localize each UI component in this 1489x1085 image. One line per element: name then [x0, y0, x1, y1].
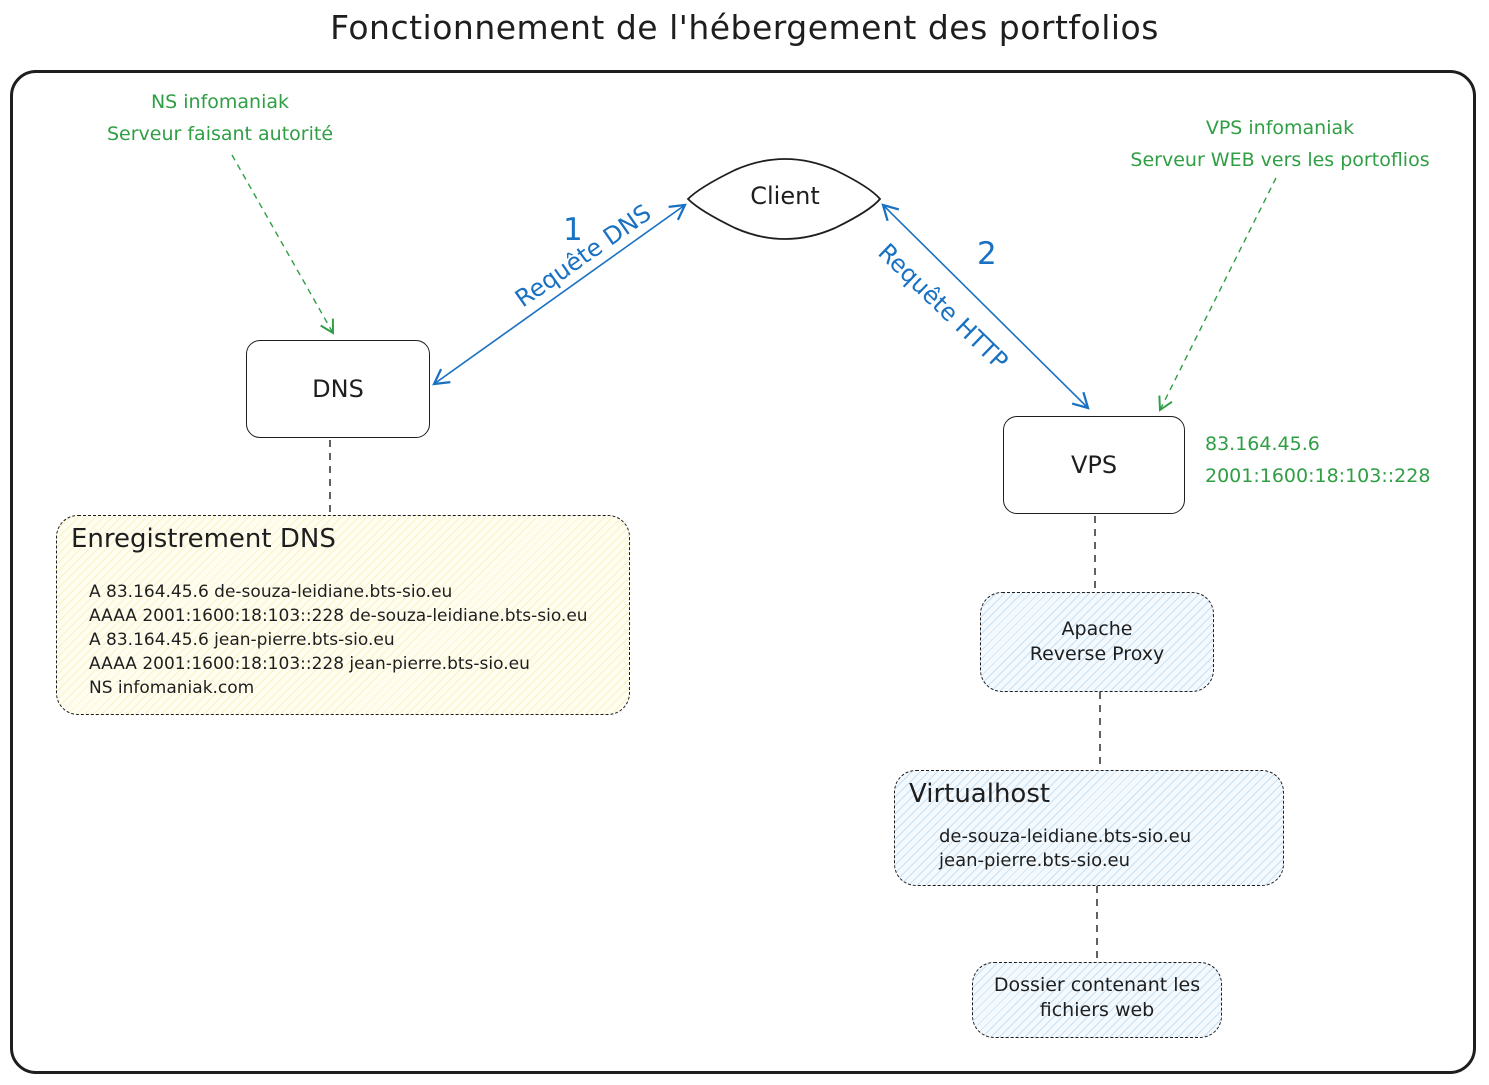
ns-note: NS infomaniak Serveur faisant autorité [60, 86, 380, 150]
apache-box: Apache Reverse Proxy [980, 592, 1214, 692]
dns-node-label: DNS [312, 375, 364, 403]
client-diamond [686, 158, 882, 240]
vps-note-line2: Serveur WEB vers les portoflios [1130, 149, 1430, 171]
ns-note-arrow [231, 154, 334, 335]
apache-text: Apache Reverse Proxy [981, 617, 1213, 667]
vps-note-line1: VPS infomaniak [1205, 117, 1355, 139]
vps-note: VPS infomaniak Serveur WEB vers les port… [1090, 112, 1470, 176]
virtualhost-entry: de-souza-leidiane.bts-sio.eu [939, 826, 1192, 847]
dns-node: DNS [246, 340, 430, 438]
web-folder-text: Dossier contenant les fichiers web [973, 973, 1221, 1023]
dns-record: AAAA 2001:1600:18:103::228 jean-pierre.b… [89, 654, 530, 674]
dns-record: NS infomaniak.com [89, 678, 255, 698]
apache-line1: Apache [1061, 618, 1133, 640]
ns-note-line2: Serveur faisant autorité [106, 123, 334, 145]
dns-records-box: Enregistrement DNS A 83.164.45.6 de-souz… [56, 515, 630, 715]
diagram-title: Fonctionnement de l'hébergement des port… [330, 8, 1159, 47]
vps-ipv6: 2001:1600:18:103::228 [1205, 465, 1431, 487]
http-request-arrow [881, 203, 1090, 410]
apache-line2: Reverse Proxy [1029, 643, 1165, 665]
dns-records-heading: Enregistrement DNS [71, 524, 336, 554]
web-folder-line2: fichiers web [1039, 999, 1155, 1021]
virtualhost-heading: Virtualhost [909, 779, 1051, 809]
vps-ip-list: 83.164.45.6 2001:1600:18:103::228 [1205, 428, 1430, 492]
vps-node-label: VPS [1070, 451, 1118, 479]
ns-note-line1: NS infomaniak [150, 91, 290, 113]
vps-ipv4: 83.164.45.6 [1205, 433, 1320, 455]
step-number-2: 2 [977, 236, 997, 272]
vps-node: VPS [1003, 416, 1185, 514]
virtualhost-entry: jean-pierre.bts-sio.eu [939, 850, 1131, 871]
virtualhost-box: Virtualhost de-souza-leidiane.bts-sio.eu… [894, 770, 1284, 886]
virtualhost-list: de-souza-leidiane.bts-sio.eu jean-pierre… [939, 825, 1191, 873]
client-node-label: Client [750, 182, 820, 210]
dns-record: AAAA 2001:1600:18:103::228 de-souza-leid… [89, 606, 588, 626]
dns-request-arrow [432, 203, 687, 386]
step-number-1: 1 [563, 212, 583, 248]
dns-record: A 83.164.45.6 de-souza-leidiane.bts-sio.… [89, 582, 453, 602]
vps-note-arrow [1158, 177, 1277, 412]
web-folder-line1: Dossier contenant les [993, 974, 1201, 996]
outer-frame [10, 70, 1476, 1074]
web-folder-box: Dossier contenant les fichiers web [972, 962, 1222, 1038]
dns-records-list: A 83.164.45.6 de-souza-leidiane.bts-sio.… [89, 580, 588, 700]
dns-record: A 83.164.45.6 jean-pierre.bts-sio.eu [89, 630, 395, 650]
